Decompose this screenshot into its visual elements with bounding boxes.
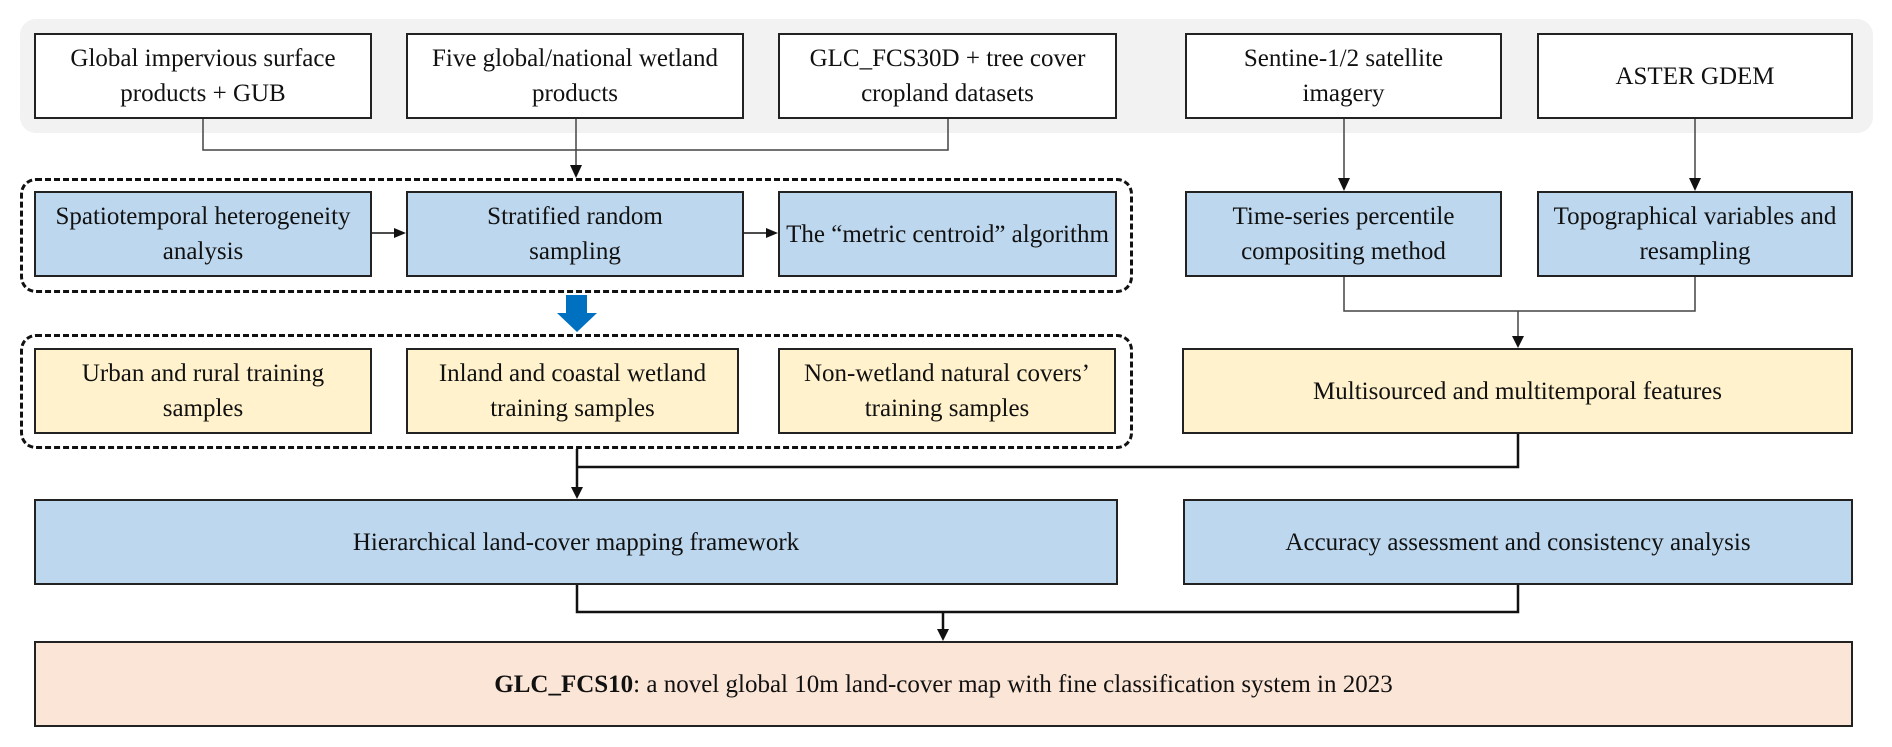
- accuracy-assessment-label: Accuracy assessment and consistency anal…: [1285, 528, 1751, 556]
- step-topographical: Topographical variables and resampling: [1537, 191, 1853, 277]
- source-sentinel: Sentine-1/2 satellite imagery: [1185, 33, 1502, 119]
- connector-framework-accuracy-merge: [575, 585, 1520, 614]
- sampling-group: [20, 178, 1133, 293]
- accuracy-assessment: Accuracy assessment and consistency anal…: [1183, 499, 1853, 585]
- output-title: GLC_FCS10: [494, 670, 634, 698]
- output-description: : a novel global 10m land-cover map with…: [633, 670, 1393, 698]
- source-glc-label: GLC_FCS30D + tree cover cropland dataset…: [809, 45, 1086, 107]
- training-samples-group: [20, 334, 1133, 449]
- arrowhead-output: [937, 629, 949, 641]
- samples-inland-coastal: Inland and coastal wetland training samp…: [406, 348, 739, 434]
- source-aster: ASTER GDEM: [1537, 33, 1853, 119]
- arrowhead-aster: [1689, 178, 1701, 191]
- source-glc-fcs30d: GLC_FCS30D + tree cover cropland dataset…: [778, 33, 1117, 119]
- samples-inland-coastal-label: Inland and coastal wetland training samp…: [438, 360, 707, 422]
- arrowhead-wetland: [570, 165, 582, 178]
- output-product: GLC_FCS10: a novel global 10m land-cover…: [34, 641, 1853, 727]
- samples-non-wetland: Non-wetland natural covers’ training sam…: [778, 348, 1116, 434]
- source-impervious-label: Global impervious surface products + GUB: [70, 45, 336, 107]
- samples-urban-rural-label: Urban and rural training samples: [81, 360, 325, 422]
- source-sentinel-label: Sentine-1/2 satellite imagery: [1243, 45, 1444, 107]
- step-percentile: Time-series percentile compositing metho…: [1185, 191, 1502, 277]
- big-down-arrow: [557, 295, 597, 332]
- source-aster-label: ASTER GDEM: [1615, 62, 1775, 90]
- mapping-framework: Hierarchical land-cover mapping framewor…: [34, 499, 1118, 585]
- arrowhead-framework: [571, 487, 583, 499]
- step-stratified: Stratified random sampling: [406, 191, 744, 277]
- samples-non-wetland-label: Non-wetland natural covers’ training sam…: [804, 360, 1090, 422]
- arrowhead-sentinel: [1338, 178, 1350, 191]
- step-centroid-label: The “metric centroid” algorithm: [786, 220, 1109, 248]
- arrowhead-features: [1512, 336, 1524, 348]
- step-heterogeneity: Spatiotemporal heterogeneity analysis: [34, 191, 372, 277]
- source-impervious: Global impervious surface products + GUB: [34, 33, 372, 119]
- source-wetland-label: Five global/national wetland products: [431, 45, 719, 107]
- source-wetland-products: Five global/national wetland products: [406, 33, 744, 119]
- connector-feature-merge: [1343, 277, 1696, 312]
- step-centroid: The “metric centroid” algorithm: [778, 191, 1117, 277]
- step-stratified-label: Stratified random sampling: [487, 203, 663, 265]
- features-label: Multisourced and multitemporal features: [1313, 377, 1722, 405]
- step-percentile-label: Time-series percentile compositing metho…: [1232, 203, 1455, 265]
- output-label: GLC_FCS10: a novel global 10m land-cover…: [494, 667, 1392, 702]
- step-heterogeneity-label: Spatiotemporal heterogeneity analysis: [55, 203, 351, 265]
- step-topographical-label: Topographical variables and resampling: [1553, 203, 1837, 265]
- samples-urban-rural: Urban and rural training samples: [34, 348, 372, 434]
- features-box: Multisourced and multitemporal features: [1182, 348, 1853, 434]
- mapping-framework-label: Hierarchical land-cover mapping framewor…: [352, 528, 800, 556]
